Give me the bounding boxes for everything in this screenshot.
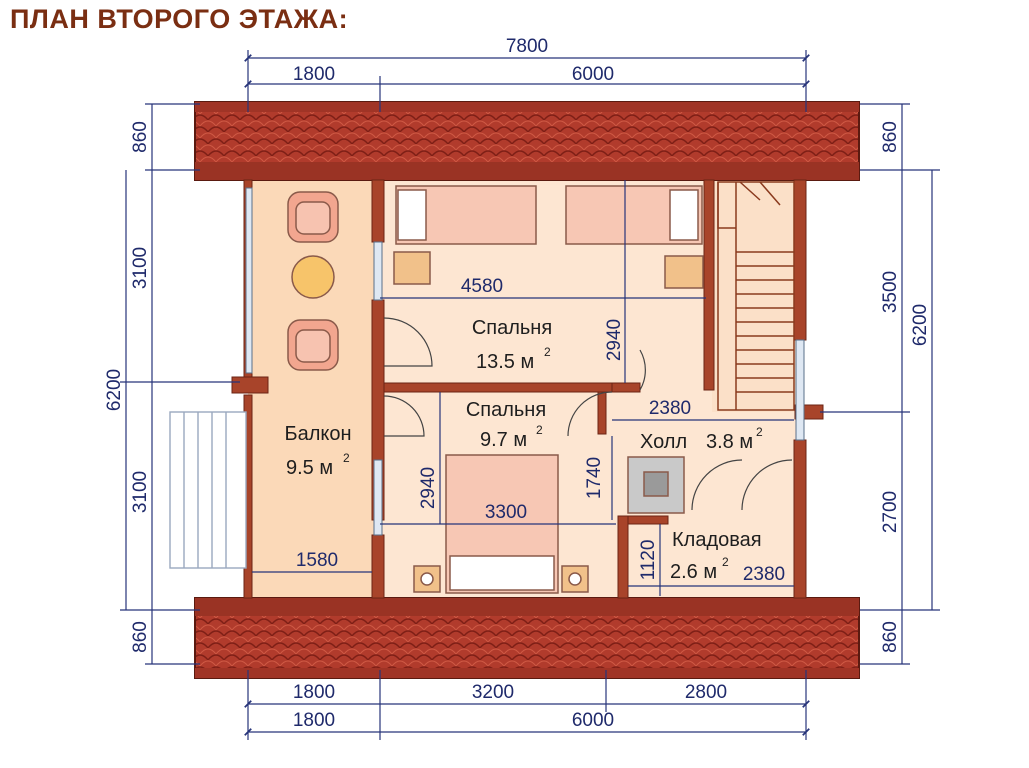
room-area-unit-sup: 2: [343, 451, 350, 465]
room-label-balcony: Балкон 9.5 м 2: [284, 423, 351, 479]
room-label-bedroom1: Спальня 13.5 м 2: [472, 317, 552, 373]
dim-left-roof-bottom: 860: [130, 621, 151, 653]
dim-bedroom1-width: 4580: [461, 276, 503, 297]
dim-left-upper: 3100: [130, 247, 151, 289]
dim-hall-depth: 1740: [584, 457, 605, 499]
dim-bedroom1-depth: 2940: [604, 319, 625, 361]
staircase: [717, 181, 795, 411]
dim-storage-depth: 1120: [638, 540, 659, 581]
dim-right-roof-bottom: 860: [880, 621, 901, 653]
windows: [245, 187, 805, 536]
room-area-unit-sup: 2: [544, 345, 551, 359]
dim-bottom-row2-a: 1800: [293, 710, 335, 731]
room-area: 13.5 м: [476, 351, 534, 373]
room-area: 9.7 м: [480, 429, 527, 451]
room-label-storage: Кладовая 2.6 м 2: [670, 529, 762, 583]
room-name: Спальня: [466, 399, 546, 421]
roof-top: [194, 101, 860, 181]
dim-right-total: 6200: [910, 304, 931, 346]
balcony-steps: [169, 411, 247, 569]
dim-top-right: 6000: [572, 64, 614, 85]
dim-bedroom2-width: 3300: [485, 502, 527, 523]
dim-left-lower: 3100: [130, 471, 151, 513]
room-name: Холл: [640, 431, 687, 453]
dim-bottom-row1-b: 3200: [472, 682, 514, 703]
dim-hall-width: 2380: [649, 398, 691, 419]
room-area: 9.5 м: [286, 457, 333, 479]
room-area-unit-sup: 2: [536, 423, 543, 437]
roof-bottom: [194, 597, 860, 679]
dim-bottom-row1-a: 1800: [293, 682, 335, 703]
dim-balcony-width: 1580: [296, 550, 338, 571]
dim-bedroom2-depth: 2940: [418, 467, 439, 509]
room-label-bedroom2: Спальня 9.7 м 2: [466, 399, 546, 451]
room-label-hall: Холл 3.8 м 2: [640, 425, 763, 453]
balcony-floor: [248, 180, 378, 598]
dim-storage-width: 2380: [743, 564, 785, 585]
dim-bottom-row2-b: 6000: [572, 710, 614, 731]
dim-right-upper: 3500: [880, 271, 901, 313]
furniture: [287, 185, 704, 594]
dim-left-total: 6200: [104, 369, 125, 411]
plan-title: ПЛАН ВТОРОГО ЭТАЖА:: [10, 4, 349, 34]
room-name: Кладовая: [672, 529, 762, 551]
dim-top-left: 1800: [293, 64, 335, 85]
room-name: Спальня: [472, 317, 552, 339]
room-area-unit-sup: 2: [722, 555, 729, 569]
room-name: Балкон: [284, 423, 351, 445]
room-area-unit-sup: 2: [756, 425, 763, 439]
doors: [383, 317, 793, 511]
room-area: 3.8 м: [706, 431, 753, 453]
room-area: 2.6 м: [670, 561, 717, 583]
dim-top-total: 7800: [506, 36, 548, 57]
dim-bottom-row1-c: 2800: [685, 682, 727, 703]
dim-right-roof-top: 860: [880, 121, 901, 153]
dimension-lines: [120, 50, 940, 740]
dim-left-roof-top: 860: [130, 121, 151, 153]
dim-right-lower: 2700: [880, 491, 901, 533]
